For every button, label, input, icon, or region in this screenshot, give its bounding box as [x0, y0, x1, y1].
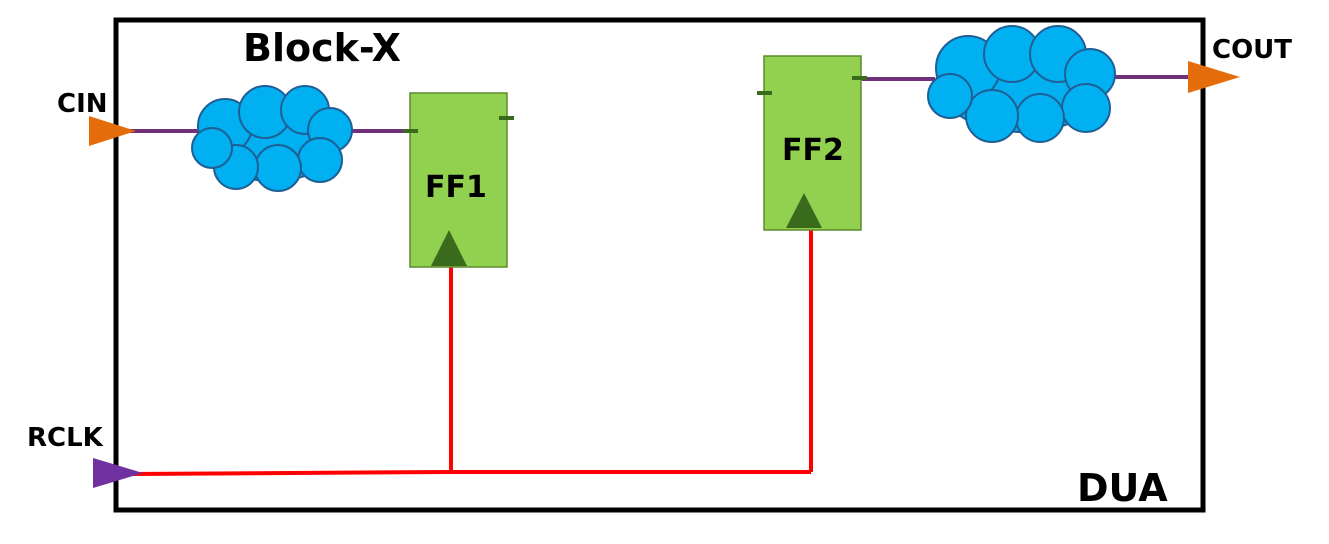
- logic-cloud-1: [191, 85, 353, 192]
- rclk-label: RCLK: [27, 423, 104, 453]
- rclk-arrow: [93, 458, 143, 488]
- ff2-label: FF2: [782, 133, 844, 168]
- rclk-wire: [129, 470, 811, 476]
- flip-flop-1: [403, 92, 514, 268]
- block-title: Block-X: [243, 26, 401, 70]
- ff1-label: FF1: [425, 170, 487, 205]
- cout-arrow: [1188, 61, 1240, 93]
- dua-block-border: [113, 17, 1206, 513]
- dua-label: DUA: [1077, 466, 1168, 510]
- logic-cloud-2: [927, 25, 1116, 143]
- flip-flop-2: [757, 55, 867, 231]
- ff1-clock-triangle: [431, 230, 467, 266]
- cout-label: COUT: [1212, 35, 1292, 65]
- cin-arrow: [89, 116, 136, 146]
- cin-label: CIN: [57, 89, 108, 119]
- ff2-clock-triangle: [786, 193, 822, 228]
